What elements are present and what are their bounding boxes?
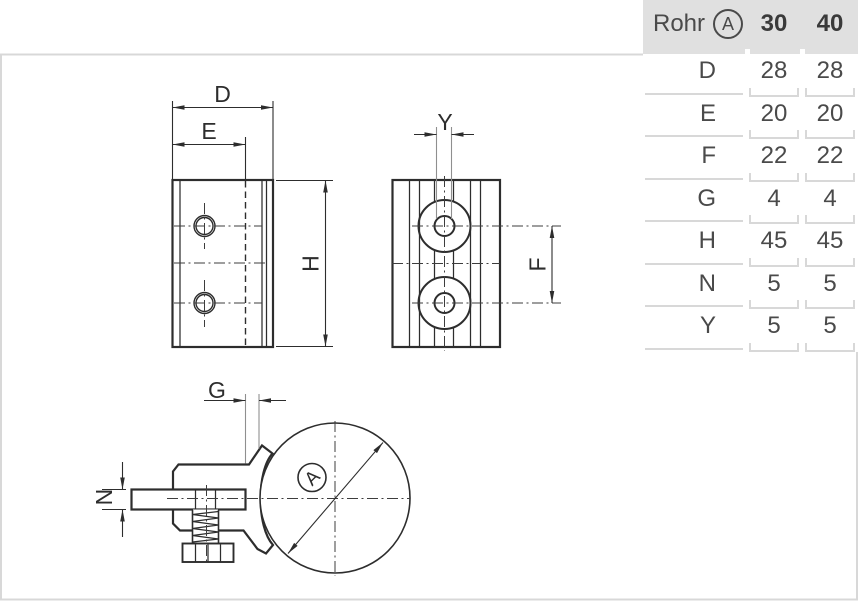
tube-badge-circle bbox=[297, 462, 327, 493]
row-label: G bbox=[643, 182, 746, 222]
table-row: F 22 22 bbox=[643, 139, 858, 182]
mounting-tab bbox=[130, 488, 247, 511]
table-header-row: Rohr A 30 40 bbox=[643, 0, 858, 55]
dim-E: E bbox=[172, 118, 247, 179]
label-Y: Y bbox=[437, 109, 452, 135]
screw-thread bbox=[192, 510, 219, 543]
row-value: 5 bbox=[746, 309, 802, 351]
row-label: F bbox=[643, 139, 746, 179]
row-value: 28 bbox=[746, 54, 802, 96]
table-row: D 28 28 bbox=[643, 54, 858, 97]
row-value: 45 bbox=[746, 224, 802, 266]
row-label: Y bbox=[643, 309, 746, 349]
table-row: Y 5 5 bbox=[643, 309, 858, 352]
rohr-label: Rohr bbox=[653, 10, 706, 37]
size-column-40: 40 bbox=[816, 10, 844, 37]
row-value: 4 bbox=[746, 182, 802, 224]
row-value: 5 bbox=[802, 267, 858, 309]
tube-diameter-line bbox=[287, 442, 384, 554]
row-label: N bbox=[643, 267, 746, 307]
dim-D: D bbox=[171, 81, 274, 179]
label-N: N bbox=[91, 489, 117, 506]
row-label: H bbox=[643, 224, 746, 264]
label-H: H bbox=[298, 255, 324, 272]
side-view-body bbox=[391, 178, 502, 349]
row-value: 22 bbox=[746, 139, 802, 181]
dim-F: F bbox=[525, 226, 555, 303]
side-view: Y F bbox=[391, 109, 561, 351]
label-E: E bbox=[201, 118, 216, 144]
dim-H: H bbox=[276, 179, 333, 348]
front-view: D E H bbox=[171, 81, 333, 349]
row-value: 4 bbox=[802, 182, 858, 224]
tube-badge-header: A bbox=[713, 9, 744, 39]
row-value: 5 bbox=[802, 309, 858, 351]
mount-view: A G N bbox=[91, 377, 411, 576]
size-column-30: 30 bbox=[760, 10, 788, 37]
row-value: 20 bbox=[746, 97, 802, 139]
row-value: 22 bbox=[802, 139, 858, 181]
row-value: 5 bbox=[746, 267, 802, 309]
table-row: N 5 5 bbox=[643, 267, 858, 310]
table-row: E 20 20 bbox=[643, 97, 858, 140]
label-F: F bbox=[525, 257, 551, 271]
table-row: G 4 4 bbox=[643, 182, 858, 225]
header-notch bbox=[745, 49, 750, 55]
dim-N: N bbox=[91, 462, 126, 537]
header-notch bbox=[800, 49, 805, 55]
row-label: D bbox=[643, 54, 746, 94]
row-value: 45 bbox=[802, 224, 858, 266]
row-label: E bbox=[643, 97, 746, 137]
dim-G: G bbox=[204, 377, 286, 464]
row-value: 28 bbox=[802, 54, 858, 96]
dimension-table: Rohr A 30 40 D 28 28 E 20 20 F 22 22 G 4… bbox=[643, 0, 858, 352]
dim-Y: Y bbox=[414, 109, 474, 137]
table-header-name: Rohr A bbox=[643, 9, 746, 39]
label-G: G bbox=[208, 377, 226, 403]
table-row: H 45 45 bbox=[643, 224, 858, 267]
label-D: D bbox=[214, 81, 231, 107]
row-value: 20 bbox=[802, 97, 858, 139]
